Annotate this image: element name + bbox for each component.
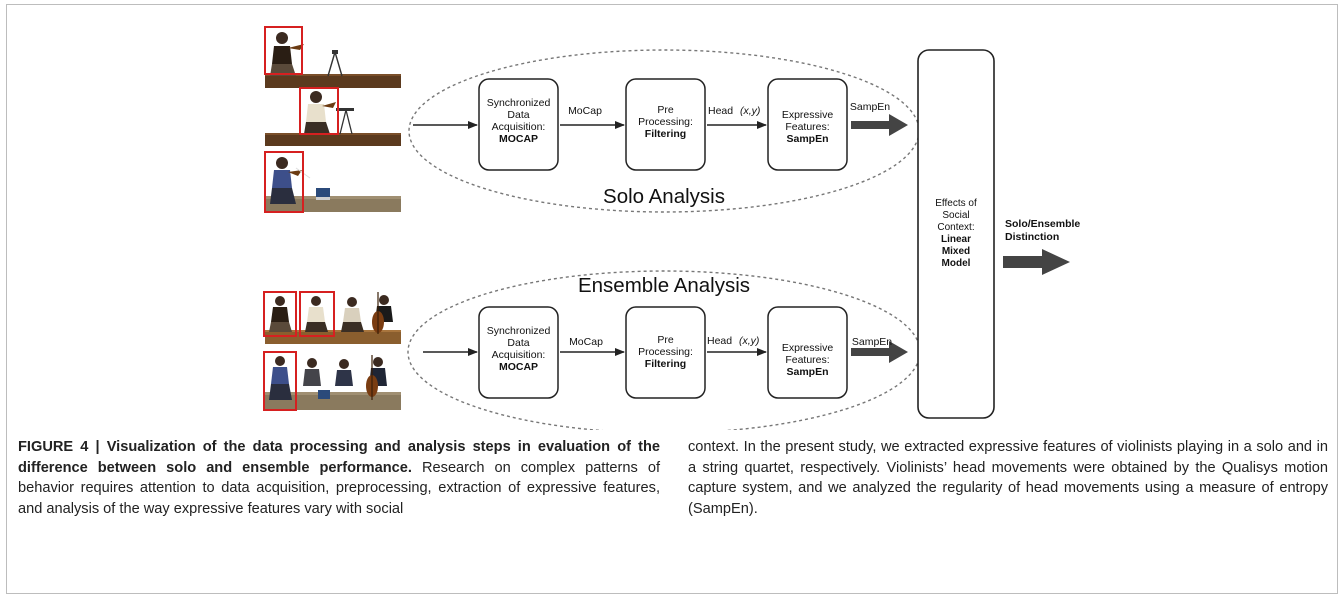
ensemble-analysis-label: Ensemble Analysis [578,274,750,297]
solo-acquisition-line-2: Data [507,109,529,121]
solo-photo-2 [265,87,401,146]
ensemble-expressive-box [767,306,848,399]
solo-sampen-label: SampEn [850,101,890,113]
effects-of-social-context-box [917,49,995,419]
solo-photo-3 [264,151,401,213]
output-label-line-2: Distinction [1005,231,1059,243]
ensemble-expressive-line-3: SampEn [786,366,828,378]
solo-photo-1 [264,26,401,88]
solo-preprocessing-box [625,78,706,171]
ensemble-acquisition-line-3: Acquisition: [492,349,546,361]
effects-line-3: Context: [937,222,974,233]
solo-photos [264,26,401,213]
output-arrow [1003,249,1070,275]
ensemble-preprocessing-line-2: Processing: [638,346,693,358]
solo-analysis-label: Solo Analysis [603,185,725,208]
effects-line-4: Linear [941,234,971,245]
solo-expressive-line-1: Expressive [782,109,834,121]
output-label-line-1: Solo/Ensemble [1005,218,1080,230]
solo-expressive-line-3: SampEn [786,133,828,145]
caption-lead: FIGURE 4 | Visualization of the data pro… [18,439,660,476]
diagram: Synchronized Data Acquisition: MOCAP MoC… [263,26,1080,430]
effects-line-1: Effects of [935,198,977,209]
solo-xy-label: (x,y) [740,105,760,117]
ensemble-acquisition-line-2: Data [507,337,529,349]
ensemble-head-label: Head [707,335,732,347]
ensemble-photo-2 [263,351,401,411]
ensemble-preprocessing-box [625,306,706,399]
solo-acquisition-box [478,78,559,171]
caption-right-column: context. In the present study, we extrac… [688,437,1328,519]
solo-head-label: Head [708,105,733,117]
ensemble-preprocessing-line-3: Filtering [645,358,686,370]
solo-preprocessing-line-2: Processing: [638,116,693,128]
solo-mocap-label: MoCap [568,105,602,117]
ensemble-acquisition-box [478,306,559,399]
solo-acquisition-line-3: Acquisition: [492,121,546,133]
ensemble-xy-label: (x,y) [739,335,759,347]
caption-left-column: FIGURE 4 | Visualization of the data pro… [18,437,660,519]
solo-acquisition-line-4: MOCAP [499,133,538,145]
ensemble-photo-1 [263,291,401,344]
figure-frame [6,4,1338,594]
ensemble-mocap-label: MoCap [569,336,603,348]
effects-line-5: Mixed [942,246,970,257]
solo-expressive-line-2: Features: [785,121,829,133]
solo-expressive-box [767,78,848,171]
solo-preprocessing-line-1: Pre [657,104,674,116]
ensemble-acquisition-line-1: Synchronized [487,325,551,337]
effects-line-6: Model [942,258,971,269]
ensemble-sampen-label: SampEn [852,336,892,348]
ensemble-sampen-arrow [851,341,908,363]
effects-line-2: Social [942,210,969,221]
caption-body-left: Research on complex patterns of behavior… [18,459,660,517]
caption-body-right: context. In the present study, we extrac… [688,439,1328,517]
ensemble-photos [263,291,401,411]
solo-acquisition-line-1: Synchronized [487,97,551,109]
ensemble-acquisition-line-4: MOCAP [499,361,538,373]
solo-preprocessing-line-3: Filtering [645,128,686,140]
ensemble-expressive-line-1: Expressive [782,342,834,354]
ensemble-expressive-line-2: Features: [785,354,829,366]
solo-sampen-arrow [851,114,908,136]
ensemble-preprocessing-line-1: Pre [657,334,674,346]
